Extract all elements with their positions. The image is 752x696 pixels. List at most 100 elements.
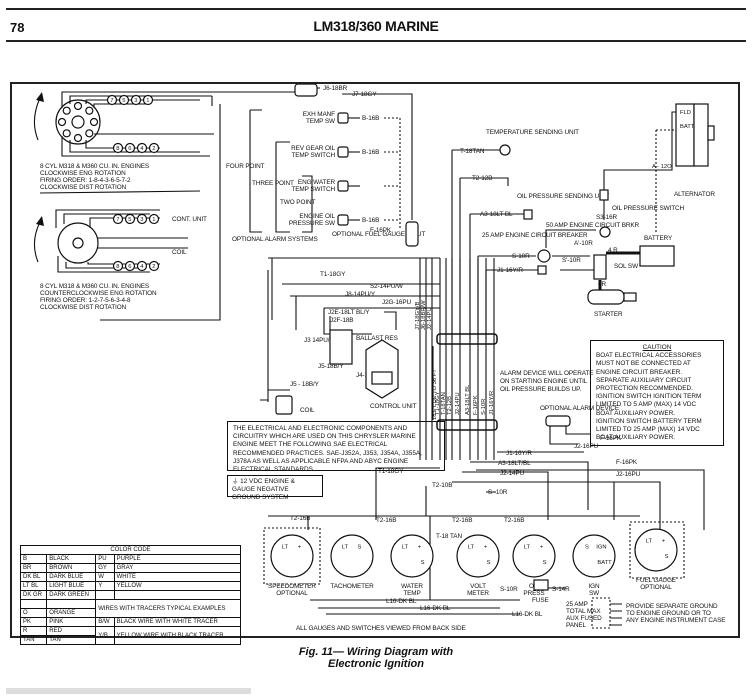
distributor-rotor-icon: [71, 115, 85, 129]
color-code-cell: GRAY: [113, 563, 242, 573]
gauge-body-icon: [512, 534, 556, 578]
color-code-cell: PURPLE: [113, 554, 242, 564]
harness-wire-label: F-16PK: [473, 395, 479, 415]
color-code-cell: [46, 599, 97, 609]
cylinder-number: 7: [110, 98, 113, 104]
alarm-device-icon: [545, 415, 571, 427]
alarm-switch-wire: B-16B: [362, 149, 379, 156]
gauge-label: IGN: [588, 583, 600, 590]
distributor-counterclockwise: CONT. UNIT COIL 8 CYL M318 & M360 CU. IN…: [33, 209, 207, 311]
coil-icon: [275, 395, 293, 415]
cylinder-number: 7: [116, 217, 119, 223]
harness-wire-label: T2-12B: [447, 396, 453, 415]
color-code-cell: YELLOW: [113, 581, 242, 591]
wire-f-upper: F-16PK: [600, 435, 622, 442]
cylinder-terminal: [118, 94, 130, 106]
gauge-terminal: S: [421, 560, 425, 566]
wire-l16-c: L16-DK BL: [512, 611, 543, 618]
alarm-switch-icon: [337, 214, 349, 226]
alarm-note-line2: ON STARTING ENGINE UNTIL: [500, 378, 588, 385]
cylinder-number: 5: [122, 98, 125, 104]
wire-j2-panel: J2-14PU: [500, 470, 525, 477]
aux-panel-line2: TOTAL MAX: [566, 608, 601, 615]
harness-connector-icon: [436, 333, 498, 345]
harness-wire-label: T1-18GY: [435, 391, 441, 415]
optional-alarm-systems: FOUR POINT THREE POINT TWO POINT OPTIONA…: [226, 109, 426, 247]
gauge-terminal: +: [298, 545, 302, 551]
caution-line: ENGINE CIRCUIT BREAKER.: [596, 368, 683, 376]
color-code-cell: BR: [19, 563, 48, 573]
caution-line: SEPARATE AUXILIARY CIRCUIT: [596, 376, 692, 384]
dist2-rotation: COUNTERCLOCKWISE ENG ROTATION: [40, 290, 157, 297]
breaker-25-label: 25 AMP ENGINE CIRCUIT BREAKER: [482, 232, 588, 239]
wire-t1-panel: T1-18GY: [378, 468, 404, 475]
dist2-dist-rotation: CLOCKWISE DIST ROTATION: [40, 304, 127, 311]
alarm-switch-icon: [337, 112, 349, 124]
wire-t2-16b-a: T2-16B: [290, 515, 310, 522]
harness-wire-label: J7-18GY/B: [415, 302, 421, 330]
aux-panel-line4: PANEL: [566, 622, 587, 629]
gauge-terminal: S: [358, 545, 362, 551]
gauge-body-icon: [390, 534, 434, 578]
wire-t2-16b-c: T2-16B: [452, 517, 472, 524]
harness-length-note: 18 FT UP TO 36 FT: [432, 369, 438, 420]
svg-text:TEMP: TEMP: [403, 590, 420, 597]
aux-panel-line3: AUX FUSED: [566, 615, 602, 622]
dist2-coil-label: COIL: [172, 249, 187, 256]
caution-line: IGNITION SWITCH IGNITION TERM: [596, 393, 702, 401]
wire-t1: T1-18GY: [320, 271, 346, 278]
dist2-title: 8 CYL M318 & M360 CU. IN. ENGINES: [40, 283, 149, 290]
gauge-terminal: S: [665, 554, 669, 560]
gauge-label: SPEEDOMETER: [268, 583, 316, 590]
running-title: LM318/360 MARINE: [313, 18, 439, 34]
gauge-body-icon: [456, 534, 500, 578]
gauge-terminal: S: [487, 560, 491, 566]
color-code-cell: BROWN: [46, 563, 97, 573]
dist2-firing-order: FIRING ORDER: 1-2-7-5-6-3-4-8: [40, 297, 131, 304]
cylinder-terminal: [136, 213, 148, 225]
wire-s-panel: S -10R: [488, 489, 508, 496]
gauge-terminal: S: [543, 560, 547, 566]
alarm-systems-title: OPTIONAL ALARM SYSTEMS: [232, 236, 318, 243]
cylinder-terminal: [142, 94, 154, 106]
wire-j8: J8-14PU/Y: [345, 291, 376, 298]
wire-j6: J6-18BR: [323, 85, 348, 92]
cylinder-terminal: [112, 213, 124, 225]
cylinder-number: 6: [128, 146, 131, 152]
caution-line: BOAT AUXILIARY POWER.: [596, 409, 676, 417]
wire-a-12o: A - 12O: [652, 164, 672, 170]
gauge-terminal: LT: [468, 544, 475, 550]
alarm-switch-label: ENG WATER: [298, 179, 336, 186]
sol-sw-label: SOL SW: [614, 263, 639, 270]
wire-t-18-tan: T-18 TAN: [436, 533, 462, 540]
connector-icon: [405, 221, 419, 247]
ballast-res-label: BALLAST RES: [356, 335, 398, 342]
alternator-label: ALTERNATOR: [674, 191, 715, 198]
harness-wire-label: J6-18BR/W: [421, 300, 427, 330]
standards-note: THE ELECTRICAL AND ELECTRONIC COMPONENTS…: [227, 421, 445, 473]
gauge-label: FUEL GAUGE: [636, 577, 676, 584]
color-code-cell: O: [19, 608, 48, 618]
caution-line: MUST NOT BE CONNECTED AT: [596, 360, 691, 368]
dist2-cont-unit-label: CONT. UNIT: [172, 216, 207, 223]
svg-text:SW: SW: [589, 590, 600, 597]
color-code-cell: PINK: [46, 617, 97, 627]
cylinder-terminal: [106, 94, 118, 106]
color-code-cell: PK: [19, 617, 48, 627]
harness-wire-label: J2-14PU: [455, 392, 461, 415]
color-code-cell: TAN: [19, 635, 48, 645]
alarm-switch-label: ENGINE OIL: [299, 213, 335, 220]
wire-a3-panel: A3-18LT/BL: [498, 460, 531, 467]
coil-label: COIL: [300, 407, 315, 414]
figure-caption: Fig. 11— Wiring Diagram with Electronic …: [0, 646, 752, 670]
wire-l16-a: L16-DK BL: [386, 598, 417, 605]
cylinder-terminal: [124, 213, 136, 225]
breaker-50-label: 50 AMP ENGINE CIRCUIT BRKR: [546, 222, 640, 229]
color-code-cell: B/W: [95, 617, 115, 627]
cylinder-terminal: [130, 94, 142, 106]
